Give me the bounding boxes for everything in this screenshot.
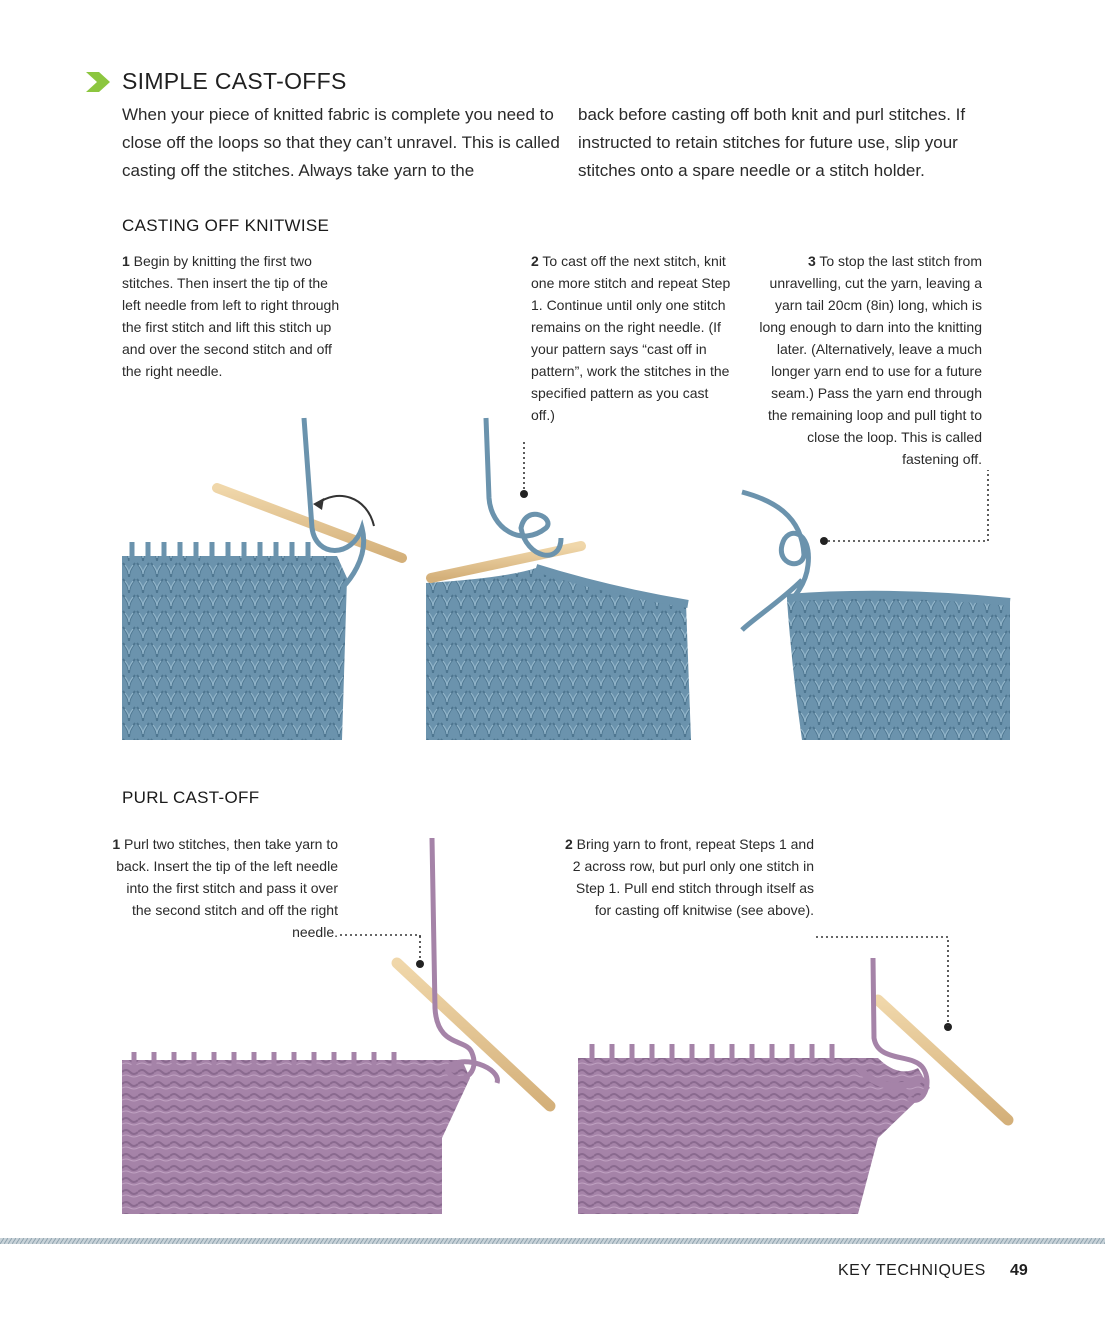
intro-text-right: back before casting off both knit and pu… <box>578 105 966 180</box>
step-text: Begin by knitting the first two stitches… <box>122 253 340 379</box>
step-number: 2 <box>531 253 539 269</box>
step-number: 2 <box>564 836 573 852</box>
step-number: 1 <box>122 253 130 269</box>
leader-line <box>816 936 949 1026</box>
knitwise-photo-3 <box>740 470 1011 740</box>
knit-step-1: 1 Begin by knitting the first two stitch… <box>122 250 342 382</box>
heading-casting-off-knitwise: CASTING OFF KNITWISE <box>122 216 330 235</box>
step-number: 3 <box>807 253 816 269</box>
purl-step-2: 2 Bring yarn to front, repeat Steps 1 an… <box>560 833 814 921</box>
page-number: 49 <box>1010 1262 1028 1279</box>
knitwise-photo-1 <box>117 417 407 740</box>
step-text: To cast off the next stitch, knit one mo… <box>531 253 731 423</box>
intro-text-left: When your piece of knitted fabric is com… <box>122 105 560 180</box>
arrow-icon <box>86 72 110 92</box>
purl-photo-2 <box>572 957 1014 1214</box>
section-title: SIMPLE CAST-OFFS <box>122 68 347 94</box>
knit-step-3: 3 To stop the last stitch from unravelli… <box>752 250 982 470</box>
knit-step-2: 2 To cast off the next stitch, knit one … <box>531 250 731 426</box>
step-number: 1 <box>112 836 121 852</box>
footer-rule <box>0 1238 1105 1244</box>
purl-photo-1 <box>116 837 556 1214</box>
step-text: Purl two stitches, then take yarn to bac… <box>116 836 338 940</box>
leader-line <box>340 934 421 940</box>
purl-step-1: 1 Purl two stitches, then take yarn to b… <box>112 833 338 943</box>
step-text: Bring yarn to front, repeat Steps 1 and … <box>572 836 814 918</box>
step-text: To stop the last stitch from unravelling… <box>759 253 982 467</box>
running-head: KEY TECHNIQUES <box>838 1262 986 1279</box>
knitwise-photo-2 <box>426 417 724 740</box>
heading-purl-cast-off: PURL CAST-OFF <box>122 788 260 807</box>
